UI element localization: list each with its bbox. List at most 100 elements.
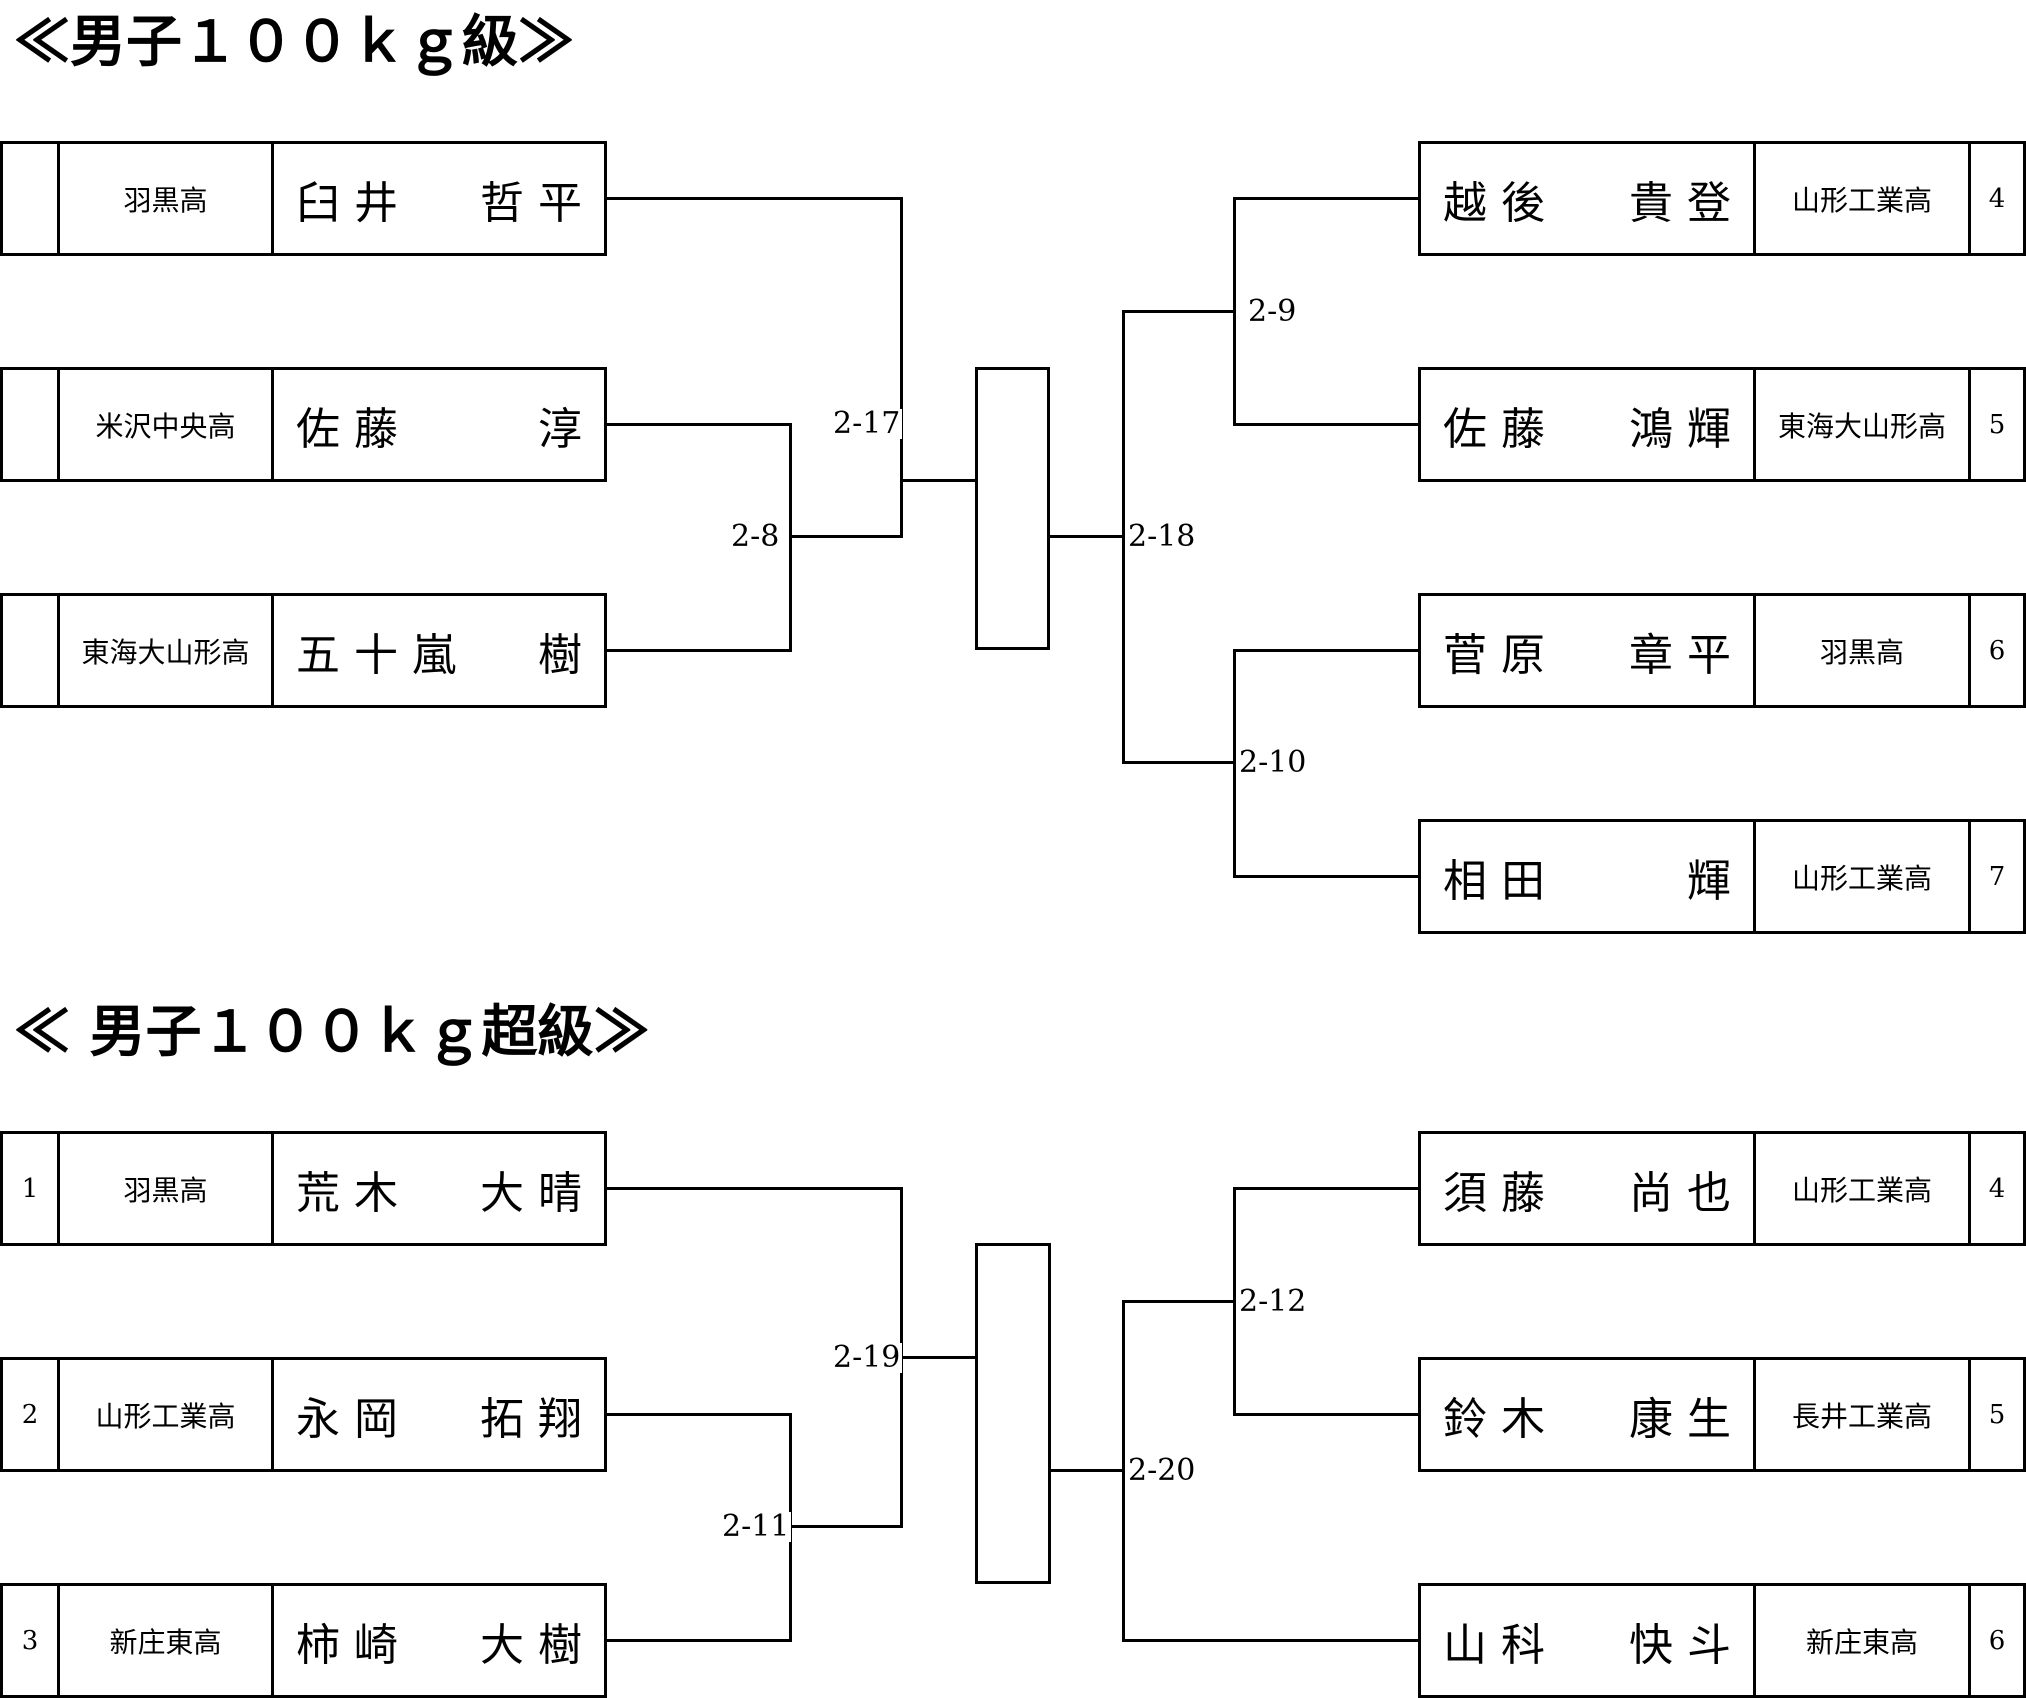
- bracket-line: [1122, 761, 1236, 764]
- match-number: 2-17: [831, 406, 903, 441]
- given-name: 拓 翔: [480, 1393, 582, 1445]
- family-name: 佐 藤: [296, 403, 398, 455]
- family-name: 鈴 木: [1443, 1393, 1545, 1445]
- bracket-line: [606, 1639, 792, 1642]
- seed-cell: 1: [0, 1131, 60, 1246]
- family-name: 柿 崎: [296, 1619, 398, 1671]
- bracket-line: [1233, 197, 1236, 426]
- school-cell: 新庄東高: [1753, 1583, 1971, 1698]
- athlete-name: 越 後貴 登: [1418, 141, 1756, 256]
- match-number: 2-8: [729, 519, 782, 554]
- bracket-line: [1122, 310, 1125, 764]
- family-name: 佐 藤: [1443, 403, 1545, 455]
- bracket-line: [606, 423, 792, 426]
- section-title: ≪男子１００ｋｇ級≫: [14, 9, 574, 75]
- bracket-line: [606, 1413, 792, 1416]
- athlete-name: 相 田輝: [1418, 819, 1756, 934]
- family-name: 臼 井: [296, 177, 398, 229]
- bracket-line: [606, 649, 792, 652]
- school-cell: 羽黒高: [57, 1131, 274, 1246]
- school-cell: 米沢中央高: [57, 367, 274, 482]
- winner-box: [975, 367, 1050, 650]
- winner-box: [975, 1243, 1051, 1584]
- seed-cell: 3: [0, 1583, 60, 1698]
- athlete-name: 永 岡拓 翔: [271, 1357, 607, 1472]
- match-number: 2-12: [1237, 1284, 1309, 1319]
- school-cell: 東海大山形高: [1753, 367, 1971, 482]
- athlete-name: 鈴 木康 生: [1418, 1357, 1756, 1472]
- given-name: 淳: [538, 403, 582, 455]
- match-number: 2-19: [831, 1340, 903, 1375]
- seed-cell: 6: [1968, 1583, 2026, 1698]
- athlete-name: 五 十 嵐樹: [271, 593, 607, 708]
- seed-cell: 7: [1968, 819, 2026, 934]
- bracket-line: [900, 197, 903, 538]
- match-number: 2-9: [1246, 294, 1299, 329]
- match-number: 2-11: [720, 1509, 792, 1544]
- bracket-line: [1233, 423, 1419, 426]
- given-name: 哲 平: [480, 177, 582, 229]
- school-cell: 長井工業高: [1753, 1357, 1971, 1472]
- seed-cell: 5: [1968, 367, 2026, 482]
- bracket-line: [789, 535, 903, 538]
- bracket-line: [606, 197, 902, 200]
- bracket-line: [606, 1187, 902, 1190]
- bracket-line: [1233, 1187, 1419, 1190]
- given-name: 鴻 輝: [1629, 403, 1731, 455]
- school-cell: 新庄東高: [57, 1583, 274, 1698]
- family-name: 須 藤: [1443, 1167, 1545, 1219]
- match-number: 2-20: [1126, 1453, 1198, 1488]
- given-name: 康 生: [1629, 1393, 1731, 1445]
- section-title: ≪ 男子１００ｋｇ超級≫: [14, 999, 650, 1065]
- family-name: 越 後: [1443, 177, 1545, 229]
- seed-cell: 6: [1968, 593, 2026, 708]
- athlete-name: 荒 木大 晴: [271, 1131, 607, 1246]
- family-name: 荒 木: [296, 1167, 398, 1219]
- given-name: 樹: [538, 629, 582, 681]
- seed-cell: 4: [1968, 1131, 2026, 1246]
- bracket-line: [1233, 649, 1419, 652]
- bracket-line: [900, 1356, 976, 1359]
- school-cell: 羽黒高: [1753, 593, 1971, 708]
- school-cell: 山形工業高: [57, 1357, 274, 1472]
- bracket-line: [900, 479, 976, 482]
- family-name: 五 十 嵐: [296, 629, 456, 681]
- athlete-name: 須 藤尚 也: [1418, 1131, 1756, 1246]
- bracket-line: [1050, 1469, 1125, 1472]
- seed-cell: [0, 367, 60, 482]
- seed-cell: 4: [1968, 141, 2026, 256]
- given-name: 貴 登: [1629, 177, 1731, 229]
- bracket-line: [1122, 1300, 1125, 1642]
- given-name: 尚 也: [1629, 1167, 1731, 1219]
- family-name: 山 科: [1443, 1619, 1545, 1671]
- given-name: 大 樹: [480, 1619, 582, 1671]
- school-cell: 東海大山形高: [57, 593, 274, 708]
- bracket-line: [789, 1525, 903, 1528]
- school-cell: 山形工業高: [1753, 141, 1971, 256]
- given-name: 大 晴: [480, 1167, 582, 1219]
- bracket-line: [1122, 1300, 1236, 1303]
- athlete-name: 山 科快 斗: [1418, 1583, 1756, 1698]
- bracket-line: [1233, 1413, 1419, 1416]
- athlete-name: 菅 原章 平: [1418, 593, 1756, 708]
- family-name: 相 田: [1443, 855, 1545, 907]
- bracket-line: [1233, 197, 1419, 200]
- family-name: 菅 原: [1443, 629, 1545, 681]
- given-name: 快 斗: [1629, 1619, 1731, 1671]
- athlete-name: 佐 藤淳: [271, 367, 607, 482]
- athlete-name: 佐 藤鴻 輝: [1418, 367, 1756, 482]
- bracket-line: [1049, 535, 1125, 538]
- match-number: 2-18: [1126, 519, 1198, 554]
- bracket-line: [1122, 310, 1236, 313]
- school-cell: 山形工業高: [1753, 819, 1971, 934]
- athlete-name: 臼 井哲 平: [271, 141, 607, 256]
- bracket-line: [1233, 1187, 1236, 1416]
- given-name: 章 平: [1629, 629, 1731, 681]
- given-name: 輝: [1687, 855, 1731, 907]
- bracket-line: [1233, 649, 1236, 878]
- athlete-name: 柿 崎大 樹: [271, 1583, 607, 1698]
- match-number: 2-10: [1237, 745, 1309, 780]
- bracket-line: [1122, 1639, 1419, 1642]
- school-cell: 山形工業高: [1753, 1131, 1971, 1246]
- family-name: 永 岡: [296, 1393, 398, 1445]
